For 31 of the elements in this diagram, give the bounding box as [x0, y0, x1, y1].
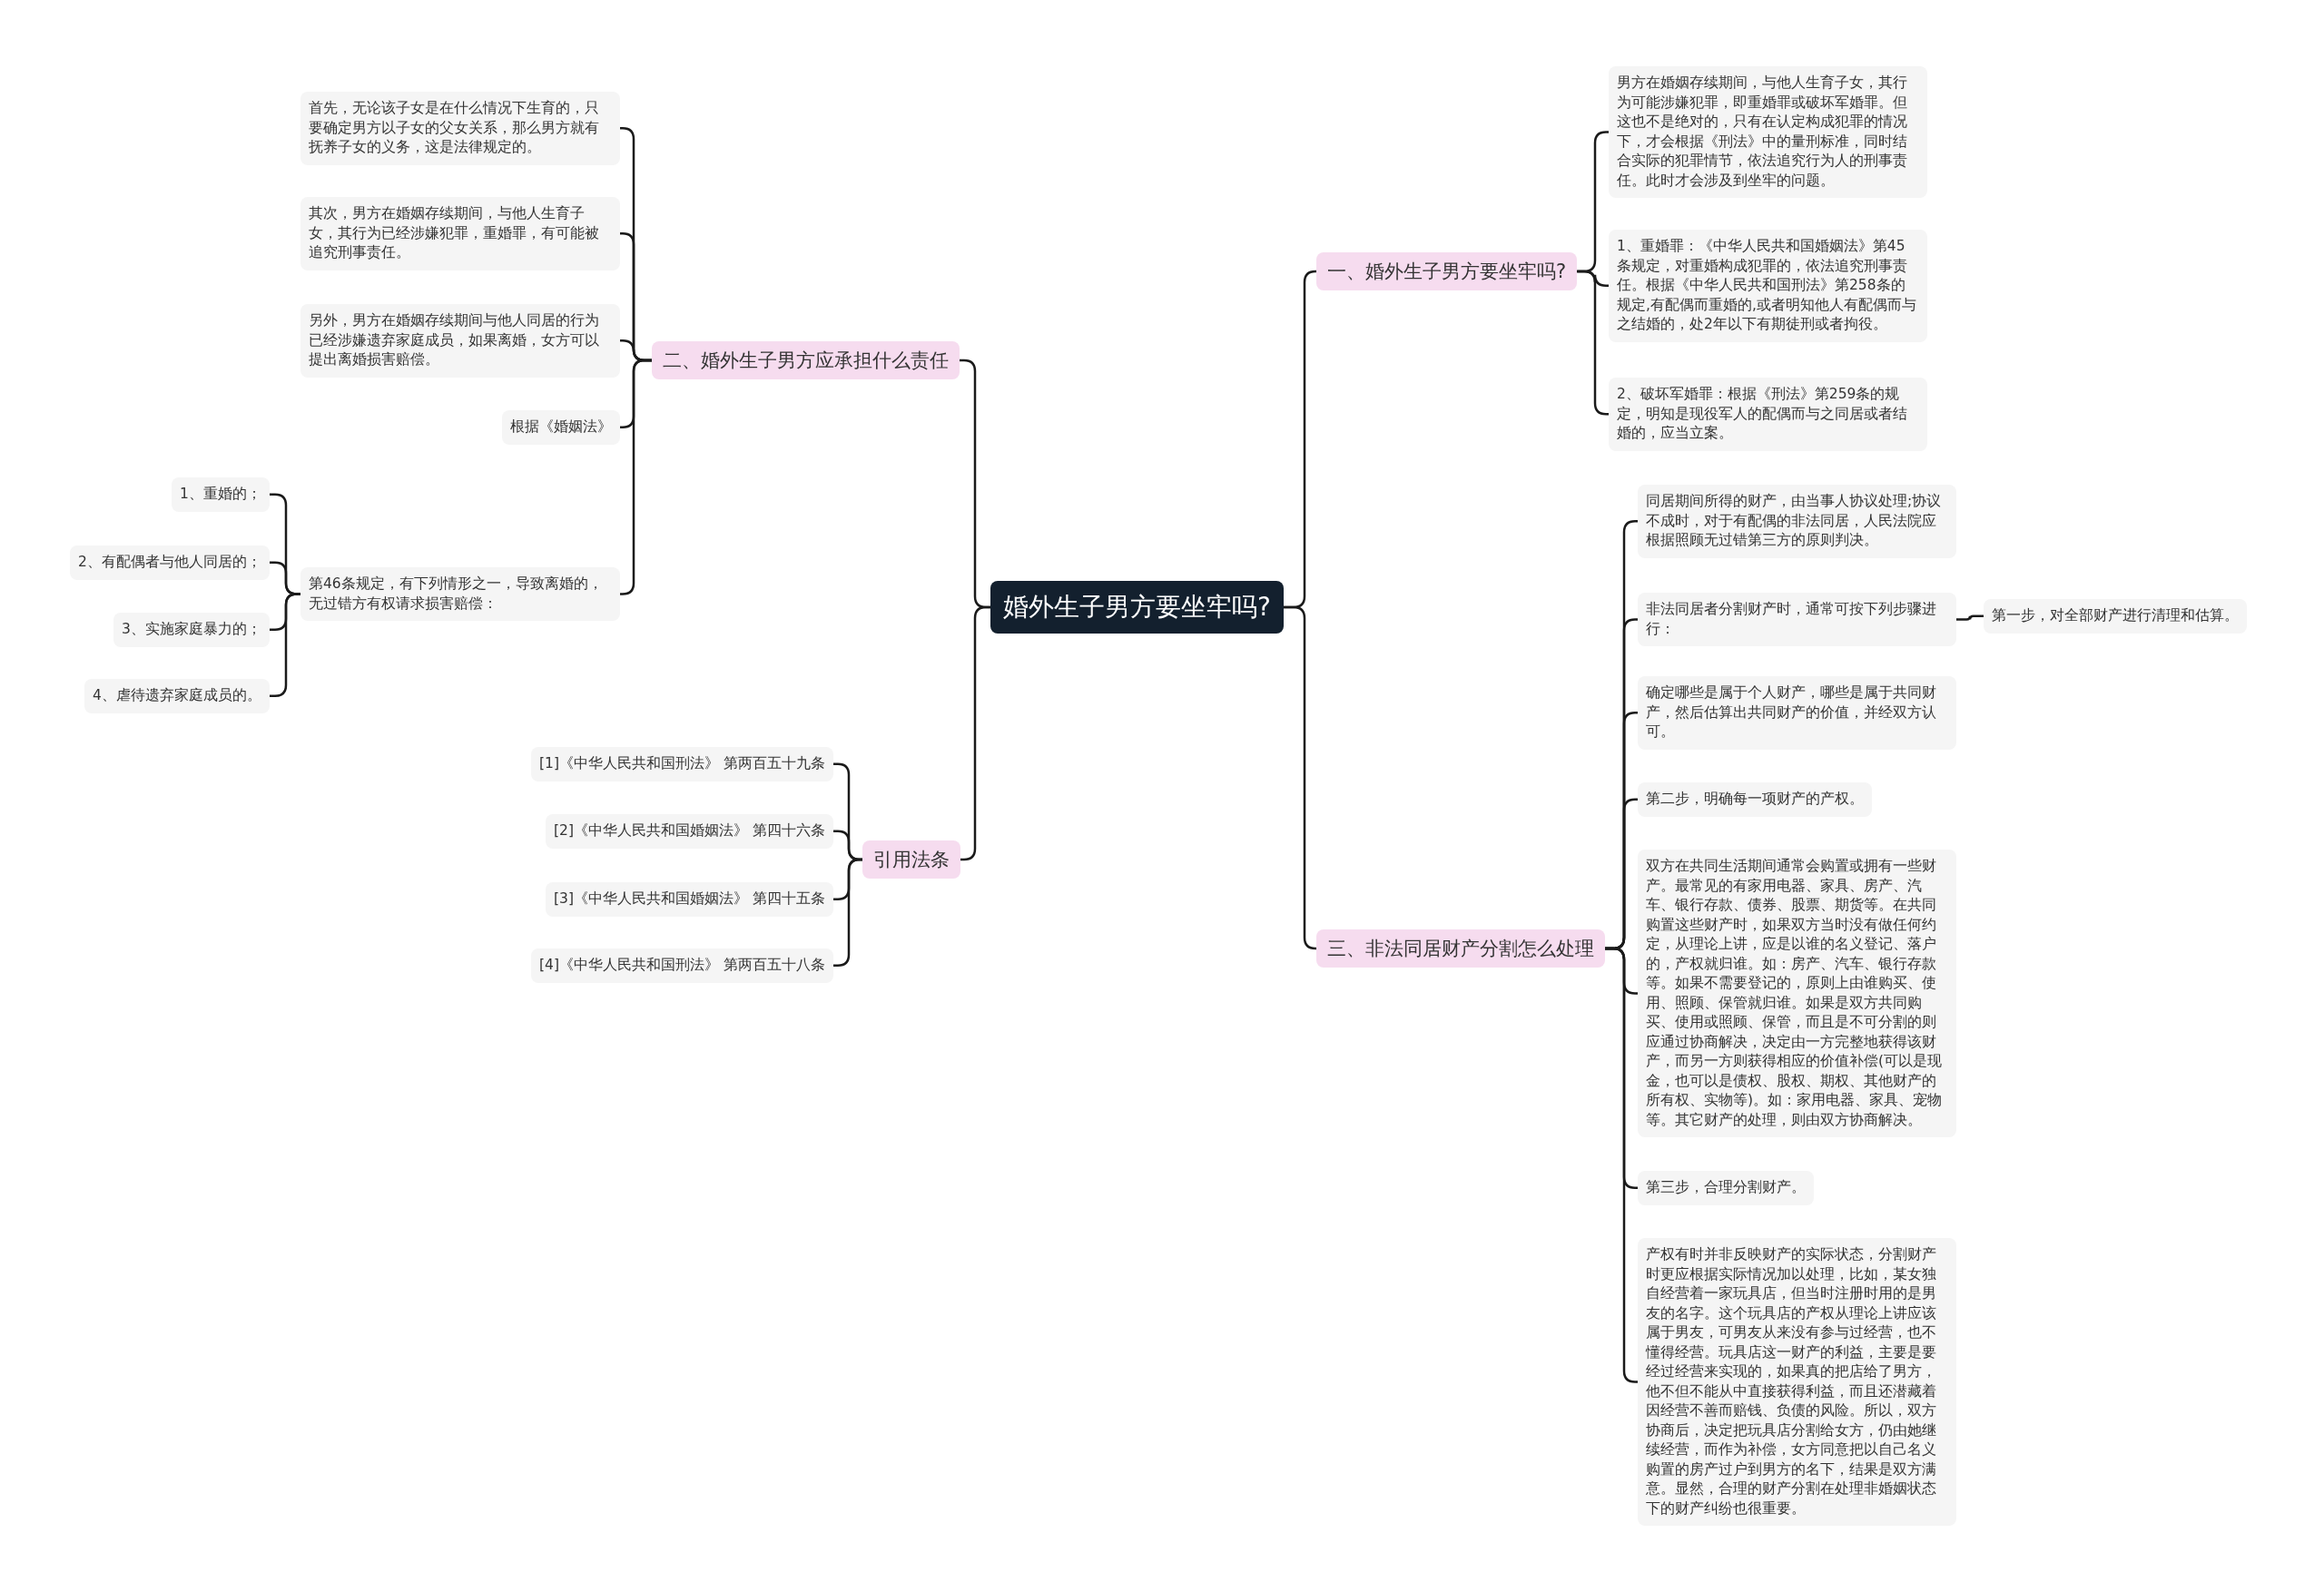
note-box: 3、实施家庭暴力的；: [113, 613, 270, 647]
note-box: 产权有时并非反映财产的实际状态，分割财产时更应根据实际情况加以处理，比如，某女独自经营着一家玩具店，但当时注册时用的是男友的名字。这个玩具店的产权从理论上讲应该属于男友，可男友从来没有参与过经营，也不懂得经营。玩具店这一财产的利益，主要是要经过经营来实现的，如果真的把店给了男方，他不但不能从中直接获得利益，而且还潜藏着因经营不善而赔钱、负债的风险。所以，双方协商后，决定把玩具店分割给女方，仍由她继续经营，而作为补偿，女方同意把以自己名义购置的房产过户到男方的名下，结果是双方满意。显然，合理的财产分割在处理非婚姻状态下的财产纠纷也很重要。: [1638, 1238, 1956, 1526]
note-box: 同居期间所得的财产，由当事人协议处理;协议不成时，对于有配偶的非法同居，人民法院应根据照顾无过错第三方的原则判决。: [1638, 485, 1956, 558]
note-box: 根据《婚姻法》: [502, 410, 620, 445]
note-box: [3]《中华人民共和国婚姻法》 第四十五条: [546, 882, 833, 917]
note-box: 1、重婚的；: [172, 477, 270, 512]
note-box: 第一步，对全部财产进行清理和估算。: [1984, 599, 2247, 634]
note-box: [2]《中华人民共和国婚姻法》 第四十六条: [546, 814, 833, 849]
note-box: 首先，无论该子女是在什么情况下生育的，只要确定男方以子女的父女关系，那么男方就有抚养子女的义务，这是法律规定的。: [300, 92, 620, 165]
note-box: 第三步，合理分割财产。: [1638, 1171, 1814, 1205]
note-box: 1、重婚罪：《中华人民共和国婚姻法》第45条规定，对重婚构成犯罪的，依法追究刑事责任。根据《中华人民共和国刑法》第258条的规定,有配偶而重婚的,或者明知他人有配偶而与之结婚的，处2年以下有期徒刑或者拘役。: [1609, 230, 1927, 342]
note-box: 第二步，明确每一项财产的产权。: [1638, 782, 1872, 817]
note-box: 其次，男方在婚姻存续期间，与他人生育子女，其行为已经涉嫌犯罪，重婚罪，有可能被追究刑事责任。: [300, 197, 620, 270]
note-box: 非法同居者分割财产时，通常可按下列步骤进行：: [1638, 593, 1956, 646]
note-box: 另外，男方在婚姻存续期间与他人同居的行为已经涉嫌遗弃家庭成员，如果离婚，女方可以提出离婚损害赔偿。: [300, 304, 620, 378]
connector: [1956, 614, 1984, 621]
topic-box: 二、婚外生子男方应承担什么责任: [652, 341, 960, 379]
note-box: 确定哪些是属于个人财产，哪些是属于共同财产，然后估算出共同财产的价值，并经双方认可。: [1638, 676, 1956, 750]
note-box: 第46条规定，有下列情形之一，导致离婚的，无过错方有权请求损害赔偿：: [300, 567, 620, 621]
central-topic: 婚外生子男方要坐牢吗?: [990, 581, 1284, 634]
note-box: [1]《中华人民共和国刑法》 第两百五十九条: [531, 747, 833, 781]
note-box: 4、虐待遗弃家庭成员的。: [84, 679, 270, 713]
note-box: [4]《中华人民共和国刑法》 第两百五十八条: [531, 948, 833, 983]
topic-box: 引用法条: [862, 840, 960, 879]
note-box: 2、破坏军婚罪：根据《刑法》第259条的规定，明知是现役军人的配偶而与之同居或者结婚的，应当立案。: [1609, 378, 1927, 451]
topic-box: 三、非法同居财产分割怎么处理: [1316, 929, 1605, 968]
note-box: 2、有配偶者与他人同居的；: [70, 545, 270, 580]
topic-box: 一、婚外生子男方要坐牢吗?: [1316, 252, 1578, 290]
note-box: 双方在共同生活期间通常会购置或拥有一些财产。最常见的有家用电器、家具、房产、汽车、银行存款、债券、股票、期货等。在共同购置这些财产时，如果双方当时没有做任何约定，从理论上讲，应是以谁的名义登记、落户的，产权就归谁。如：房产、汽车、银行存款等。如果不需要登记的，原则上由谁购买、使用、照顾、保管就归谁。如果是双方共同购买、使用或照顾、保管，而且是不可分割的则应通过协商解决，决定由一方完整地获得该财产，而另一方则获得相应的价值补偿(可以是现金，也可以是债权、股权、期权、其他财产的所有权、实物等)。如：家用电器、家具、宠物等。其它财产的处理，则由双方协商解决。: [1638, 850, 1956, 1137]
connector: [1283, 605, 1317, 950]
note-box: 男方在婚姻存续期间，与他人生育子女，其行为可能涉嫌犯罪，即重婚罪或破坏军婚罪。但这也不是绝对的，只有在认定构成犯罪的情况下，才会根据《刑法》中的量刑标准，同时结合实际的犯罪情节，依法追究行为人的刑事责任。此时才会涉及到坐牢的问题。: [1609, 66, 1927, 198]
